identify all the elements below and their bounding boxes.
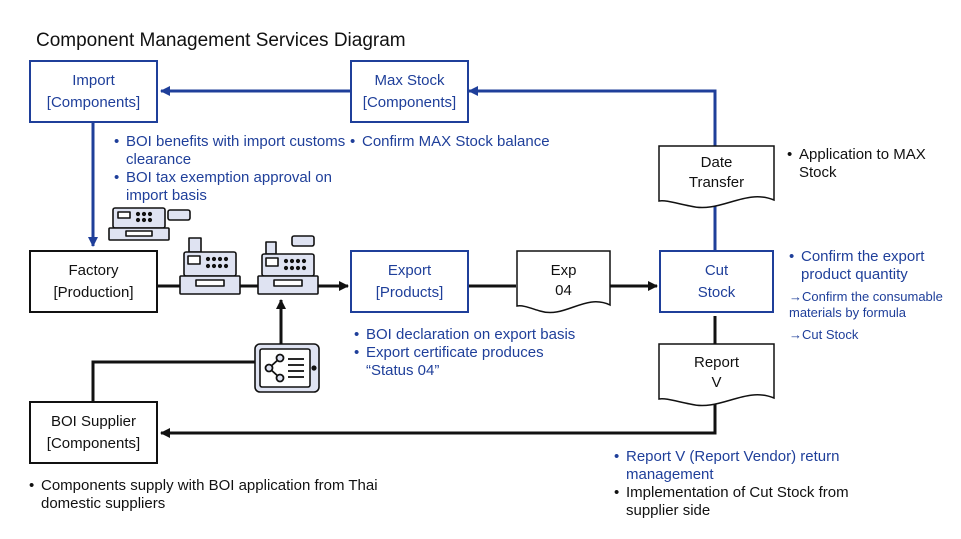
factory-box-sublabel: [Production] [53, 283, 134, 301]
boi-supplier-box-label: BOI Supplier [50, 412, 137, 430]
arrow-report-to-supplier [160, 402, 717, 438]
max-stock-note-1: Confirm MAX Stock balance [350, 133, 590, 151]
import-note-2: BOI tax exemption approval on import bas… [114, 169, 354, 205]
boi-supplier-box: BOI Supplier [Components] [29, 401, 158, 464]
max-stock-box: Max Stock [Components] [350, 60, 469, 123]
import-box-label: Import [72, 71, 115, 89]
date-transfer-doc-line2: Transfer [688, 174, 745, 191]
cut-stock-subnote-1: →Confirm the consumable materials by for… [789, 289, 943, 320]
cash-register-icon [108, 207, 319, 295]
import-note-1: BOI benefits with import customs clearan… [114, 133, 354, 169]
arrow-date-to-max [468, 86, 717, 147]
supplier-note-1: Components supply with BOI application f… [29, 477, 409, 513]
cut-stock-subnote-2: →Cut Stock [789, 327, 859, 342]
report-v-doc: Report V [659, 353, 774, 393]
factory-box-label: Factory [68, 261, 119, 279]
max-stock-notes: Confirm MAX Stock balance [350, 133, 590, 151]
import-box: Import [Components] [29, 60, 158, 123]
factory-box: Factory [Production] [29, 250, 158, 313]
date-transfer-doc: Date Transfer [659, 153, 774, 193]
tablet-share-icon [254, 343, 320, 393]
cut-stock-box-sublabel: Stock [697, 283, 736, 301]
cash-register-icon [108, 207, 191, 241]
exp04-doc-line2: 04 [555, 282, 572, 299]
report-notes-blue: Report V (Report Vendor) return manageme… [614, 448, 904, 484]
export-note-2: Export certificate produces “Status 04” [354, 344, 586, 380]
cash-register-icon [179, 237, 241, 295]
report-note-1: Report V (Report Vendor) return manageme… [614, 448, 886, 484]
cash-register-icon [257, 235, 319, 295]
cut-stock-subnotes: →Confirm the consumable materials by for… [789, 289, 957, 343]
cut-stock-note-main: Confirm the export product quantity [789, 248, 954, 284]
page-title: Component Management Services Diagram [36, 30, 406, 51]
doc-date-transfer-shape [658, 145, 775, 209]
application-note-1: Application to MAX Stock [787, 146, 937, 182]
report-note-2: Implementation of Cut Stock from supplie… [614, 484, 896, 520]
cut-stock-box-label: Cut [704, 261, 729, 279]
import-box-sublabel: [Components] [46, 93, 141, 111]
export-box: Export [Products] [350, 250, 469, 313]
exp04-doc: Exp 04 [517, 261, 610, 301]
import-notes: BOI benefits with import customs clearan… [114, 133, 354, 205]
date-transfer-doc-line1: Date [700, 154, 733, 171]
boi-supplier-box-sublabel: [Components] [46, 434, 141, 452]
report-v-doc-line2: V [711, 374, 722, 391]
supplier-notes: Components supply with BOI application f… [29, 477, 409, 513]
export-note-1: BOI declaration on export basis [354, 326, 614, 344]
exp04-doc-line1: Exp [550, 262, 577, 279]
application-notes: Application to MAX Stock [787, 146, 937, 182]
report-notes-black: Implementation of Cut Stock from supplie… [614, 484, 904, 520]
doc-exp04-shape [516, 250, 611, 314]
doc-report-v-shape [658, 343, 775, 407]
black-connectors [91, 281, 717, 438]
max-stock-box-label: Max Stock [374, 71, 445, 89]
share-icon [264, 353, 304, 383]
export-box-sublabel: [Products] [375, 283, 444, 301]
line-supplier-to-tablet [91, 360, 255, 401]
export-box-label: Export [387, 261, 432, 279]
export-notes: BOI declaration on export basis Export c… [354, 326, 614, 380]
max-stock-box-sublabel: [Components] [362, 93, 457, 111]
cut-stock-notes: Confirm the export product quantity [789, 248, 954, 284]
blue-connectors [88, 86, 717, 250]
report-v-doc-line1: Report [693, 354, 740, 371]
cut-stock-box: Cut Stock [659, 250, 774, 313]
